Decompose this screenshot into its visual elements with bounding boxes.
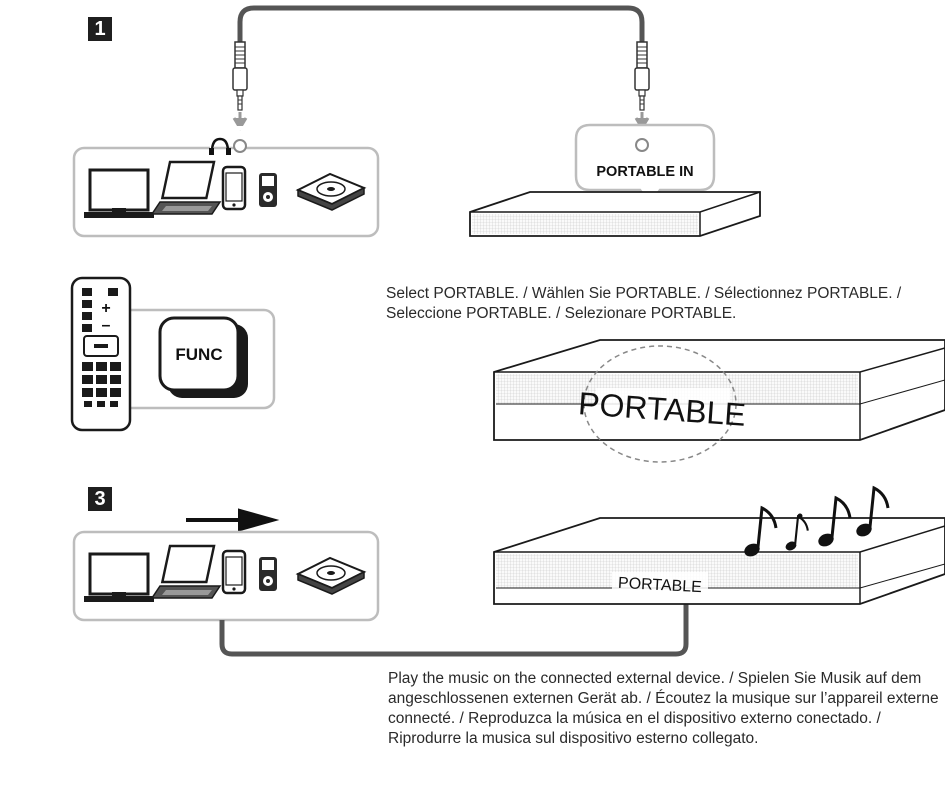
headphone-jack-port bbox=[233, 139, 247, 153]
music-notes-icon bbox=[740, 486, 890, 561]
phone-icon bbox=[221, 549, 247, 595]
volume-minus-label: – bbox=[102, 317, 111, 334]
audio-cable bbox=[219, 604, 689, 657]
tv-icon bbox=[82, 552, 156, 604]
step-3-caption: Play the music on the connected external… bbox=[388, 670, 939, 747]
step-1-group: PORTABLE IN bbox=[72, 5, 761, 238]
tv-icon bbox=[82, 168, 156, 220]
headphone-icon bbox=[209, 137, 231, 155]
portable-in-label: PORTABLE IN bbox=[596, 164, 693, 180]
volume-plus-label: + bbox=[101, 300, 110, 317]
sound-bar-device bbox=[469, 191, 761, 237]
step-3-group: PORTABLE bbox=[72, 486, 945, 657]
audio-cable bbox=[237, 5, 645, 45]
portable-in-port bbox=[635, 138, 649, 152]
step-2-caption: Select PORTABLE. / Wählen Sie PORTABLE. … bbox=[386, 285, 902, 322]
step-1-badge: 1 bbox=[88, 17, 112, 41]
arrow-down-icon bbox=[232, 112, 248, 131]
phone-icon bbox=[221, 165, 247, 211]
func-button-label: FUNC bbox=[175, 345, 222, 364]
jack-plug-left-icon bbox=[232, 41, 248, 111]
step-2-group: + – FUNC bbox=[70, 276, 945, 463]
mp3-player-icon bbox=[259, 557, 277, 591]
display-highlight bbox=[583, 345, 737, 463]
jack-plug-right-icon bbox=[634, 41, 650, 111]
mp3-player-icon bbox=[259, 173, 277, 207]
display-portable-text: PORTABLE bbox=[618, 575, 703, 596]
func-button[interactable]: FUNC bbox=[158, 316, 248, 398]
remote-control-icon: + – bbox=[70, 276, 132, 432]
play-arrow-icon bbox=[186, 508, 280, 532]
step-3-badge: 3 bbox=[88, 487, 112, 511]
sound-bar-device bbox=[493, 517, 945, 605]
